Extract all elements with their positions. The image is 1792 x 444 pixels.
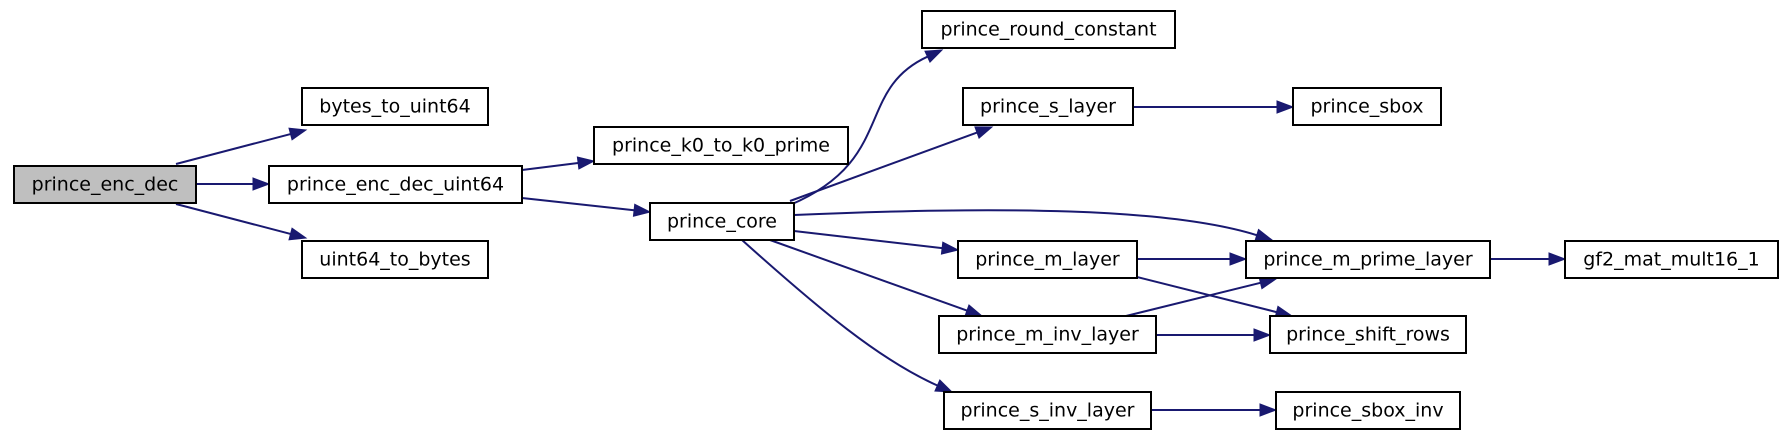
edge-line — [741, 239, 938, 387]
node-m-prime[interactable]: prince_m_prime_layer — [1245, 240, 1491, 279]
edge-line — [789, 55, 928, 206]
edge-line — [175, 203, 291, 235]
node-label: prince_sbox_inv — [1292, 400, 1443, 422]
arrow-head — [924, 49, 944, 63]
arrow-head — [1253, 328, 1272, 342]
node-label: uint64_to_bytes — [319, 249, 470, 271]
node-shift-rows[interactable]: prince_shift_rows — [1269, 315, 1467, 354]
node-s-layer[interactable]: prince_s_layer — [962, 87, 1134, 126]
node-box — [649, 202, 795, 241]
node-label: prince_m_inv_layer — [956, 324, 1139, 346]
edge-enc_dec-to-uint64_to — [175, 203, 308, 241]
edge-line — [769, 239, 968, 312]
node-box — [962, 87, 1134, 126]
node-label: prince_s_layer — [980, 96, 1116, 118]
arrow-head — [1259, 403, 1278, 417]
edge-core-to-s_layer — [789, 126, 994, 202]
node-box — [301, 87, 489, 126]
node-box — [921, 10, 1176, 49]
edge-core-to-m_prime — [793, 209, 1274, 242]
node-box — [957, 240, 1138, 279]
node-k0[interactable]: prince_k0_to_k0_prime — [593, 126, 849, 165]
arrow-head — [1548, 252, 1567, 266]
node-label: prince_shift_rows — [1286, 324, 1450, 346]
node-box — [943, 391, 1152, 430]
edge-s_layer-to-sbox — [1133, 100, 1295, 114]
edge-m_inv-to-shift_rows — [1156, 328, 1272, 342]
arrow-head — [964, 304, 984, 317]
node-box — [938, 315, 1157, 354]
edge-line — [1125, 281, 1261, 317]
arrow-head — [288, 227, 308, 241]
edge-enc_dec64-to-core — [521, 197, 652, 217]
node-uint64-to[interactable]: uint64_to_bytes — [301, 240, 489, 279]
node-box — [593, 126, 849, 165]
edge-core-to-s_inv_layer — [741, 239, 954, 393]
node-m-layer[interactable]: prince_m_layer — [957, 240, 1138, 279]
arrow-head — [252, 177, 271, 191]
arrow-head — [1254, 228, 1274, 242]
node-bytes-to[interactable]: bytes_to_uint64 — [301, 87, 489, 126]
node-box — [1269, 315, 1467, 354]
edge-m_layer-to-m_prime — [1137, 252, 1248, 266]
edge-line — [793, 230, 943, 250]
node-label: prince_k0_to_k0_prime — [612, 135, 830, 157]
node-core[interactable]: prince_core — [649, 202, 795, 241]
node-box — [268, 165, 523, 204]
edge-line — [521, 197, 635, 212]
edge-line — [793, 209, 1258, 237]
node-label: prince_sbox — [1310, 96, 1423, 118]
arrow-head — [576, 156, 596, 170]
node-label: prince_round_constant — [940, 19, 1156, 41]
arrow-head — [1276, 100, 1295, 114]
node-label: prince_m_prime_layer — [1263, 249, 1473, 271]
edge-s_inv_layer-to-sbox_inv — [1151, 403, 1278, 417]
node-box — [1564, 240, 1779, 279]
edges-layer — [175, 49, 1567, 417]
node-round-c[interactable]: prince_round_constant — [921, 10, 1176, 49]
node-box — [301, 240, 489, 279]
node-m-inv[interactable]: prince_m_inv_layer — [938, 315, 1157, 354]
node-label: gf2_mat_mult16_1 — [1583, 249, 1759, 271]
arrow-head — [632, 203, 652, 217]
nodes-layer: prince_enc_dec bytes_to_uint64 prince_enc_… — [13, 10, 1779, 430]
node-enc-dec64[interactable]: prince_enc_dec_uint64 — [268, 165, 523, 204]
edge-line — [175, 133, 291, 165]
edge-core-to-round_c — [789, 49, 944, 206]
arrow-head — [1229, 252, 1248, 266]
node-box — [1292, 87, 1442, 126]
node-enc-dec[interactable]: prince_enc_dec — [13, 165, 197, 204]
node-sbox[interactable]: prince_sbox — [1292, 87, 1442, 126]
edge-core-to-m_layer — [793, 230, 960, 255]
node-label: prince_s_inv_layer — [961, 400, 1135, 422]
arrow-head — [288, 127, 308, 141]
node-gf2[interactable]: gf2_mat_mult16_1 — [1564, 240, 1779, 279]
arrow-head — [974, 126, 994, 139]
node-label: bytes_to_uint64 — [319, 96, 470, 118]
edge-line — [1132, 275, 1277, 314]
arrow-head — [940, 241, 960, 255]
edge-m_prime-to-gf2 — [1490, 252, 1567, 266]
node-box — [1275, 391, 1461, 430]
node-label: prince_enc_dec_uint64 — [287, 174, 504, 196]
node-label: prince_m_layer — [975, 249, 1120, 271]
node-box — [1245, 240, 1491, 279]
node-sbox-inv[interactable]: prince_sbox_inv — [1275, 391, 1461, 430]
arrow-head — [934, 379, 954, 393]
edge-line — [521, 161, 579, 171]
node-label: prince_core — [667, 211, 777, 233]
edge-m_inv-to-m_prime — [1125, 276, 1278, 317]
node-s-inv-layer[interactable]: prince_s_inv_layer — [943, 391, 1152, 430]
edge-enc_dec-to-bytes_to — [175, 127, 308, 165]
node-label: prince_enc_dec — [32, 174, 179, 196]
edge-enc_dec64-to-k0 — [521, 156, 596, 171]
node-box — [13, 165, 197, 204]
edge-line — [789, 131, 978, 202]
edge-enc_dec-to-enc_dec64 — [196, 177, 271, 191]
